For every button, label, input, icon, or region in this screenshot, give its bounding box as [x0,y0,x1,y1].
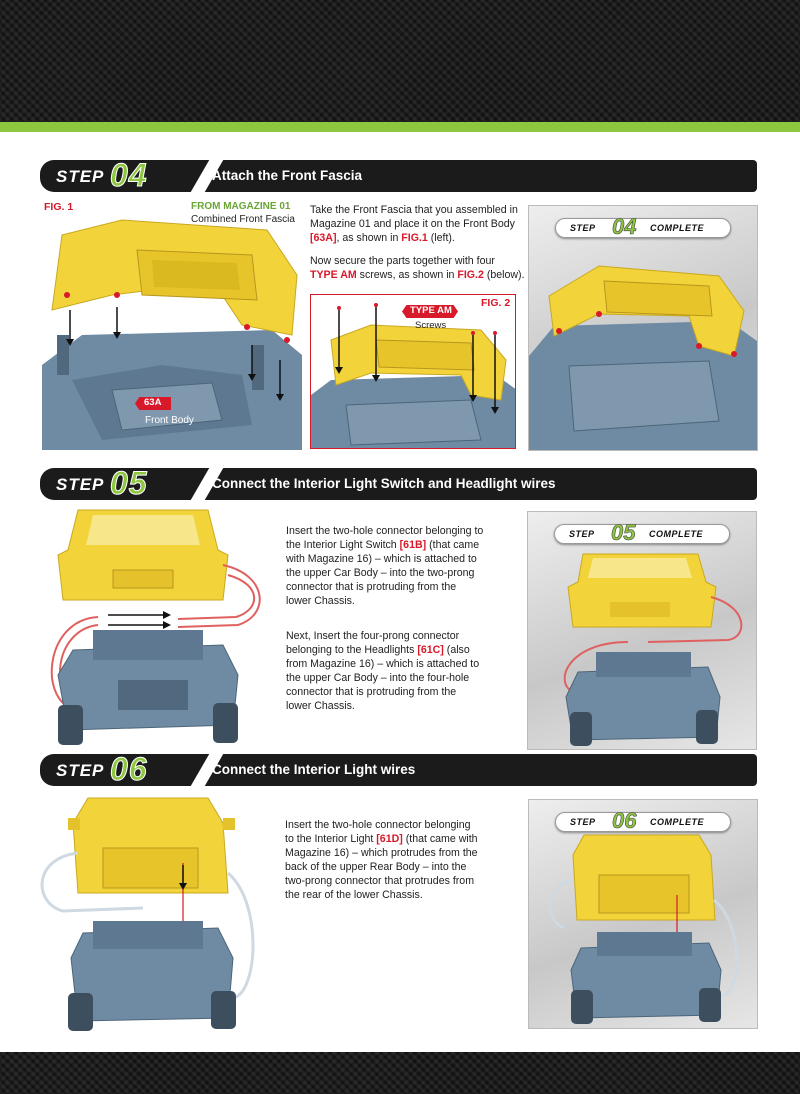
type-am-tag: TYPE AM [402,305,458,318]
step-06-illustration [33,793,263,1033]
step-04-title: Attach the Front Fascia [212,168,363,183]
step-word: STEP [56,167,105,186]
step-04-complete-badge: STEP 04 COMPLETE [555,214,731,239]
step-06-complete-panel: STEP 06 COMPLETE [529,800,757,1028]
step-word: STEP [56,475,105,494]
step-number: 05 [110,468,148,500]
step-05-complete-badge: STEP 05 COMPLETE [554,520,730,545]
step-06-instruction-1: Insert the two-hole connector belonging … [285,819,478,901]
step-06-complete-badge: STEP 06 COMPLETE [555,808,731,833]
step-04-badge: STEP 04 [40,160,198,192]
step-05-illustration [38,505,270,747]
step-number: 06 [110,754,148,786]
step-05-instruction-2: Next, Insert the four-prong connector be… [286,630,480,712]
step-04-instruction-2: Now secure the parts together with four … [310,255,525,281]
footer-carbon-band [0,1052,800,1094]
screws-label: Screws [415,320,447,331]
header-carbon-band [0,0,800,122]
fig-1-label: FIG. 1 [44,201,74,213]
step-05-header: STEP 05 Connect the Interior Light Switc… [40,468,757,500]
front-body-label: Front Body [145,415,194,426]
step-05-badge: STEP 05 [40,468,198,500]
step-number: 04 [110,160,148,192]
part-63a-tag: 63A [135,397,171,410]
step-05-instruction-1: Insert the two-hole connector belonging … [286,525,484,607]
fig-2-label: FIG. 2 [481,297,511,309]
step-04-complete-panel: STEP 04 COMPLETE [529,206,757,450]
step-05-complete-panel: STEP 05 COMPLETE [528,512,756,749]
step-06-title: Connect the Interior Light wires [212,762,416,777]
step-04-instruction-1: Take the Front Fascia that you assembled… [310,204,518,244]
combined-fascia-label: Combined Front Fascia [191,214,295,225]
step-04-header: STEP 04 Attach the Front Fascia [40,160,757,192]
step-06-header: STEP 06 Connect the Interior Light wires [40,754,757,786]
from-magazine-label: FROM MAGAZINE 01 [191,201,291,212]
header-accent-line [0,122,800,132]
step-word: STEP [56,761,105,780]
step-06-badge: STEP 06 [40,754,198,786]
fig-2-illustration [310,294,516,449]
step-05-title: Connect the Interior Light Switch and He… [212,476,556,491]
